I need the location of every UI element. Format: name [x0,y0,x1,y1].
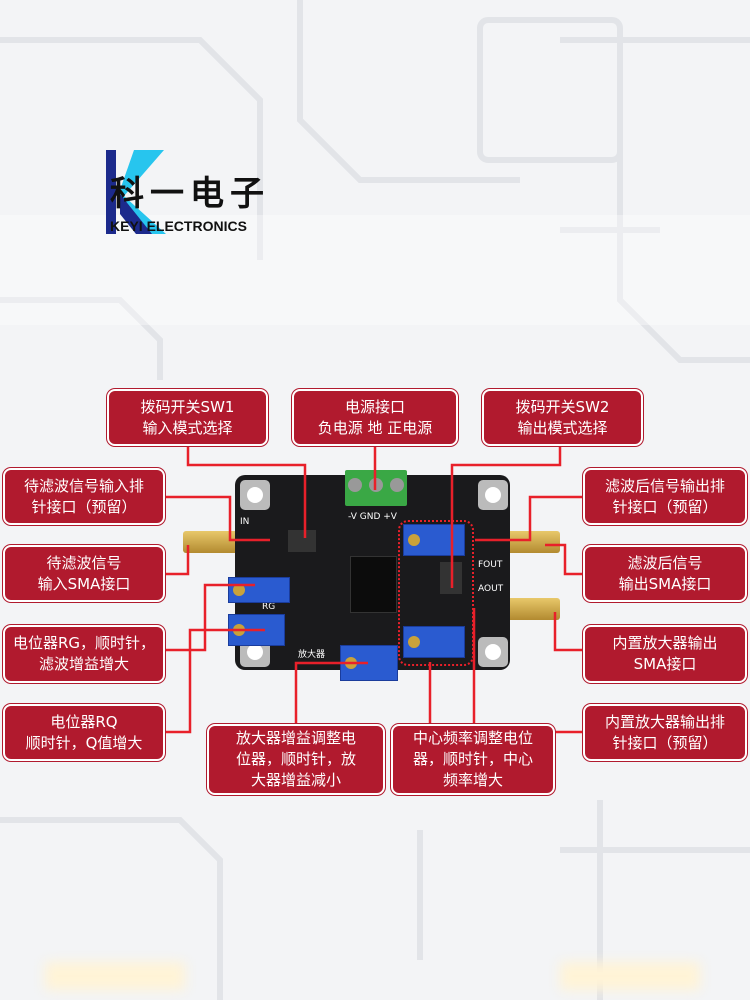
label-fout-header: 滤波后信号输出排 针接口（预留） [583,468,747,525]
label-amp-gain: 放大器增益调整电 位器，顺时针，放 大器增益减小 [207,724,385,795]
mount-hole [478,480,508,510]
pot-center-freq [403,626,465,658]
brand-name-en: KEYI ELECTRONICS [110,218,247,234]
label-center-freq: 中心频率调整电位 器，顺时针，中心 频率增大 [391,724,555,795]
silk-rg: RG [262,602,276,612]
label-in-sma: 待滤波信号 输入SMA接口 [3,545,165,602]
label-power: 电源接口 负电源 地 正电源 [292,389,458,446]
pot-rf2 [403,524,465,556]
pot-rg [228,577,290,603]
silk-power: -V GND +V [348,512,397,522]
keyi-logo [106,150,166,234]
mount-hole [240,480,270,510]
aout-sma-connector [505,598,560,620]
bottom-glow [45,962,185,990]
in-sma-connector [183,531,238,553]
silk-in: IN [240,517,250,527]
brand-name-cn: 科一电子 [110,174,270,214]
silk-aout: AOUT [478,584,504,594]
mount-hole [478,637,508,667]
silk-fout: FOUT [478,560,503,570]
label-aout-sma: 内置放大器输出 SMA接口 [583,625,747,683]
dip-switch-sw1 [288,530,316,552]
bottom-glow [560,962,700,990]
label-rq: 电位器RQ 顺时针，Q值增大 [3,704,165,761]
fout-sma-connector [505,531,560,553]
label-sw1: 拨码开关SW1 输入模式选择 [107,389,268,446]
label-in-header: 待滤波信号输入排 针接口（预留） [3,468,165,525]
filter-section-outline [398,520,474,666]
label-fout-sma: 滤波后信号 输出SMA接口 [583,545,747,602]
label-rg: 电位器RG，顺时针， 滤波增益增大 [3,625,165,683]
filter-ic [350,556,397,613]
label-sw2: 拨码开关SW2 输出模式选择 [482,389,643,446]
silk-amp: 放大器 [298,650,326,660]
label-aout-header: 内置放大器输出排 针接口（预留） [583,704,747,761]
